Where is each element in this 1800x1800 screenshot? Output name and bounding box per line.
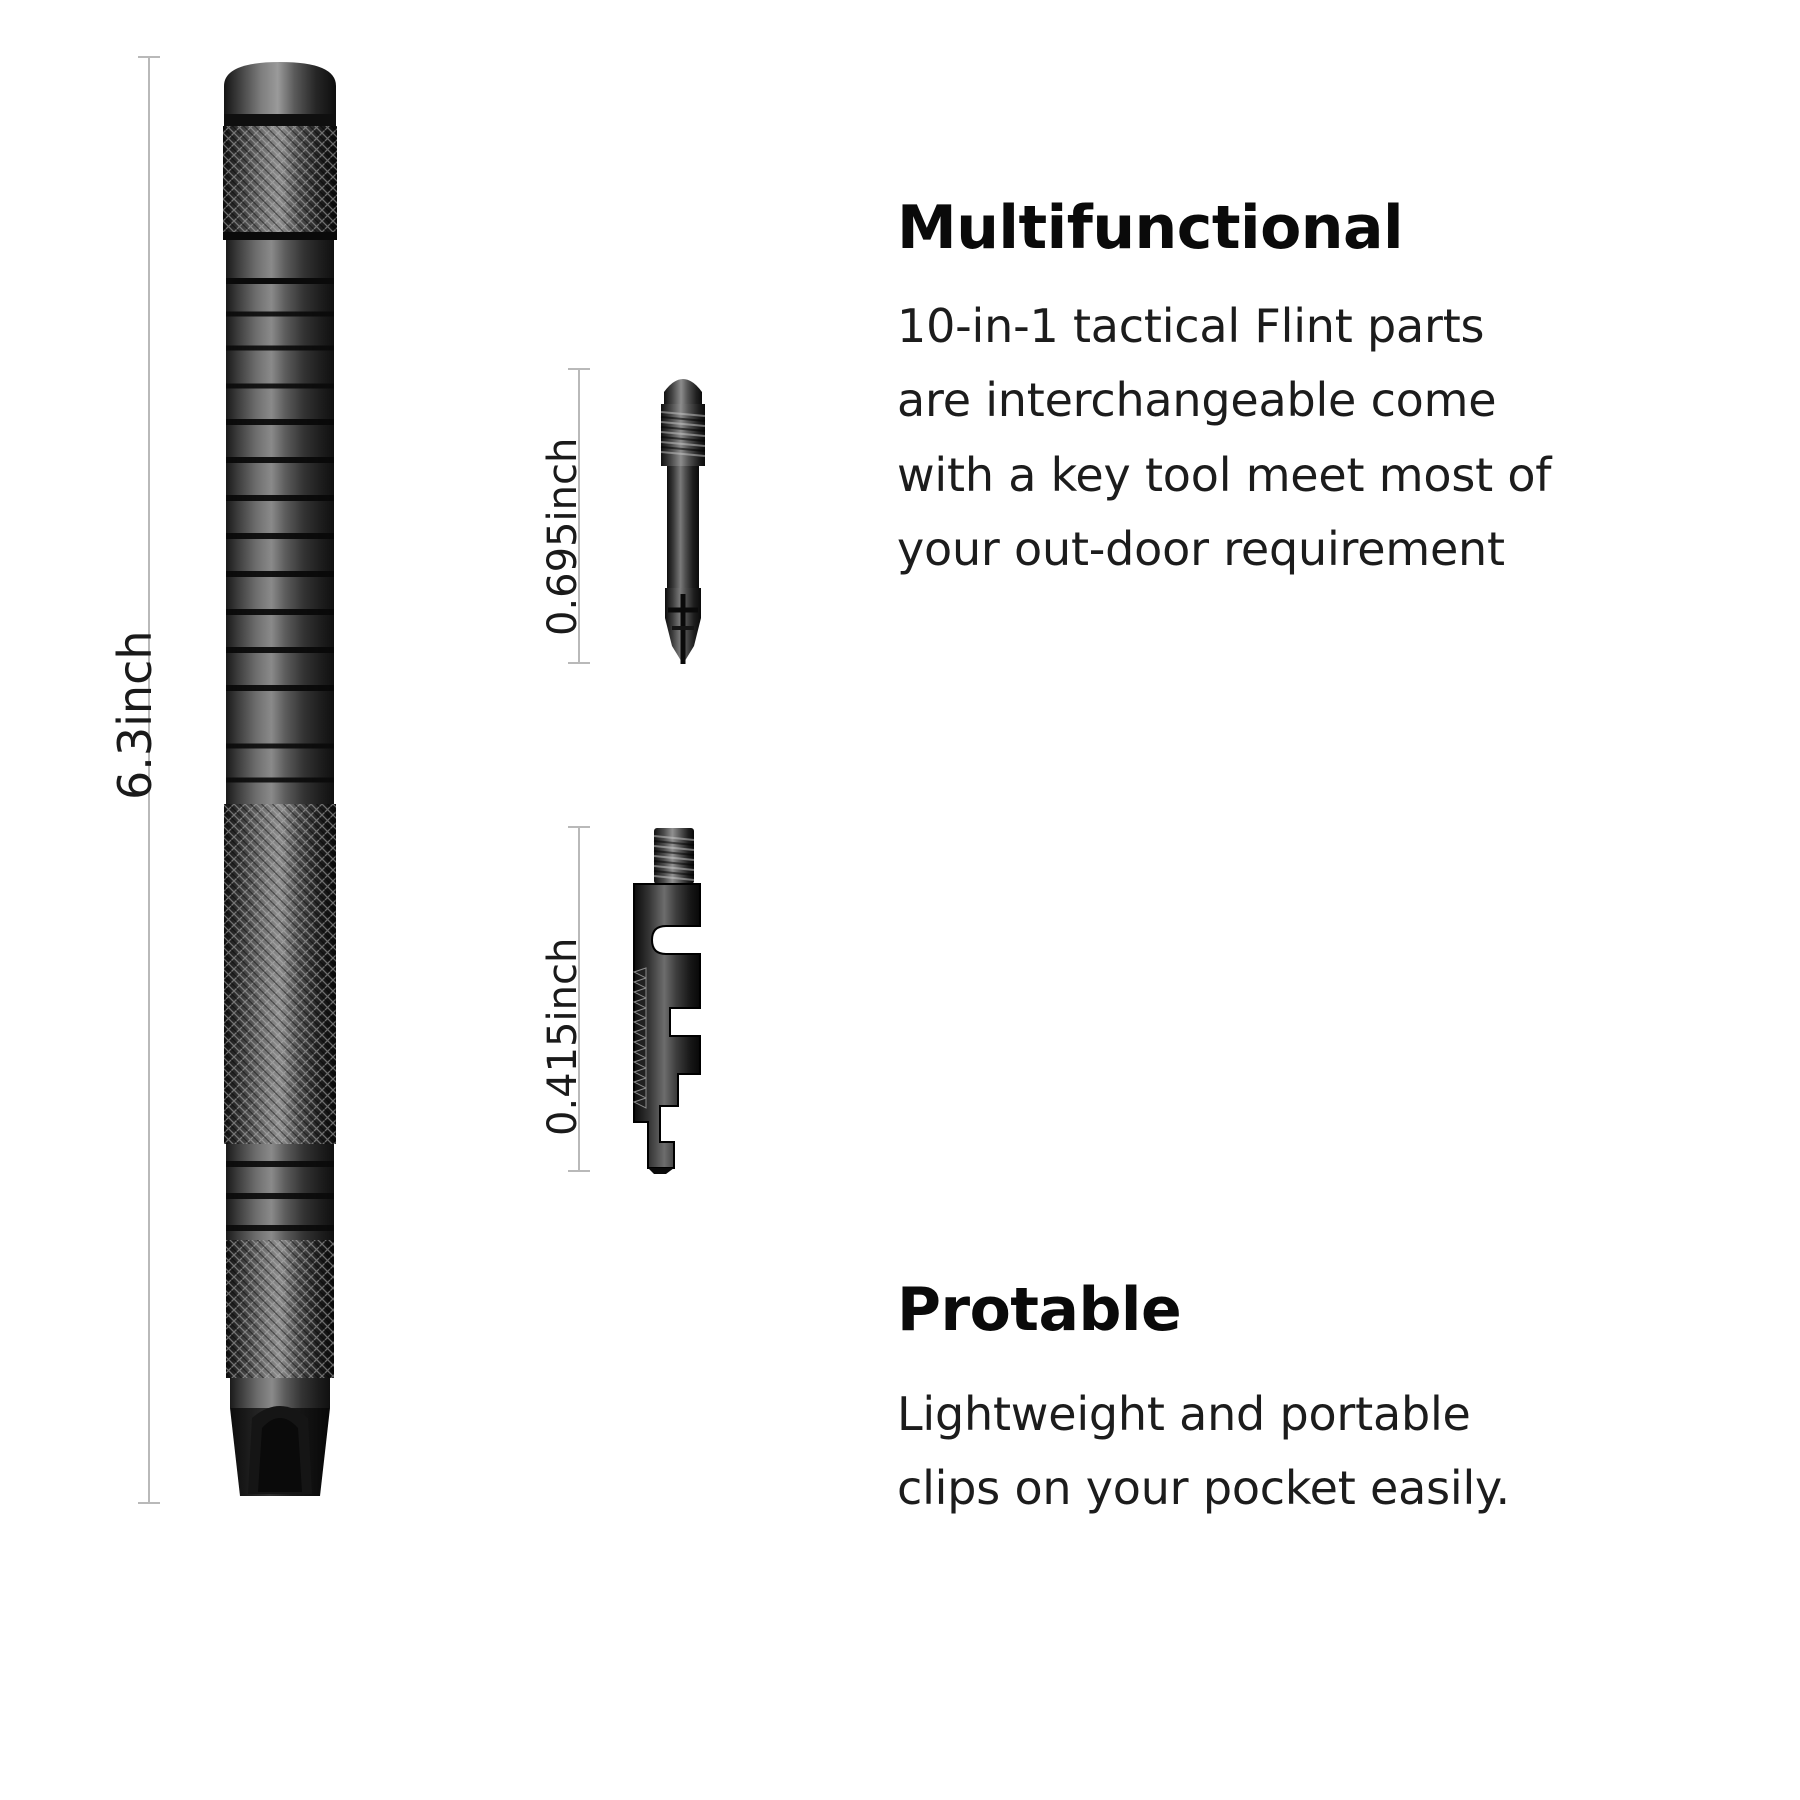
feature-heading-protable: Protable: [897, 1275, 1182, 1345]
pen-dimension-label: 6.3inch: [108, 630, 162, 800]
pen-dimension-tick-bottom: [138, 1502, 160, 1504]
accessory-2-dimension-line: [578, 826, 580, 1172]
feature-heading-multifunctional: Multifunctional: [897, 193, 1404, 263]
accessory-1-dimension-line: [578, 368, 580, 664]
tactical-pen-image: [190, 56, 370, 1506]
accessory-2-dimension-label: 0.415inch: [540, 937, 586, 1136]
feature-body-multifunctional: 10-in-1 tactical Flint parts are interch…: [897, 298, 1552, 577]
accessory-1-dimension-label: 0.695inch: [540, 437, 586, 636]
screwdriver-bit-image: [628, 366, 738, 666]
accessory-1-dimension-tick-bottom: [568, 662, 590, 664]
pen-dimension-line: [148, 56, 150, 1504]
bottle-opener-tool-image: [608, 822, 738, 1174]
feature-block-protable: Protable Lightweight and portable clips …: [897, 1278, 1557, 1526]
feature-block-multifunctional: Multifunctional 10-in-1 tactical Flint p…: [897, 196, 1557, 587]
feature-text-column: Multifunctional 10-in-1 tactical Flint p…: [897, 0, 1557, 1800]
feature-body-protable: Lightweight and portable clips on your p…: [897, 1386, 1510, 1516]
accessory-2-dimension-tick-bottom: [568, 1170, 590, 1172]
